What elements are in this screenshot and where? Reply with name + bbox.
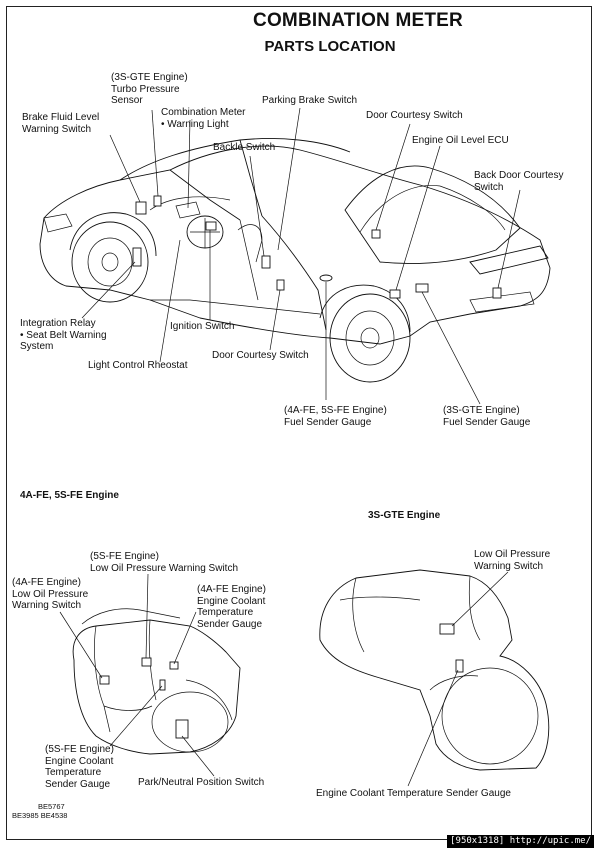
label-backle-switch: Backle Switch (213, 142, 276, 153)
integration-relay-part (132, 247, 142, 267)
oil-4afe-part (99, 675, 110, 685)
brake-fluid-switch-part (135, 201, 147, 215)
page-border (6, 6, 592, 840)
coolant-5sfe-part (159, 679, 166, 691)
label-ignition-switch: Ignition Switch (170, 321, 235, 332)
figure-code-2: BE3985 BE4538 (12, 811, 68, 820)
label-oil-level-ecu: Engine Oil Level ECU (412, 135, 509, 146)
car-illustration (39, 138, 551, 383)
park-neutral-part (175, 719, 189, 739)
coolant-4afe-part (169, 661, 179, 670)
leader-lines-car (81, 107, 521, 405)
label-oil-5sfe: (5S-FE Engine) Low Oil Pressure Warning … (90, 551, 239, 574)
door-courtesy-top-part (371, 229, 381, 239)
label-coolant-4afe: (4A-FE Engine) Engine Coolant Temperatur… (197, 584, 266, 630)
oil-level-ecu-part (389, 289, 401, 299)
oil-5sfe-part (141, 657, 152, 667)
label-coolant-3sgte: Engine Coolant Temperature Sender Gauge (316, 788, 511, 799)
ignition-switch-part (205, 221, 217, 231)
label-turbo-sensor: (3S-GTE Engine) Turbo Pressure Sensor (111, 72, 188, 106)
label-door-courtesy-top: Door Courtesy Switch (366, 110, 463, 121)
label-light-control: Light Control Rheostat (88, 360, 188, 371)
fuel-sender-3s-part (415, 283, 429, 293)
label-parking-brake: Parking Brake Switch (262, 95, 358, 106)
image-watermark: [950x1318] http://upic.me/ (447, 835, 594, 848)
page-title: COMBINATION METER (253, 10, 463, 31)
section-heading-3sgte: 3S-GTE Engine (368, 510, 441, 521)
coolant-3sgte-part (455, 659, 464, 673)
label-park-neutral: Park/Neutral Position Switch (138, 777, 265, 788)
label-brake-fluid: Brake Fluid Level Warning Switch (22, 112, 100, 135)
label-oil-3sgte: Low Oil Pressure Warning Switch (474, 549, 551, 572)
label-combination-meter: Combination Meter • Warning Light (161, 107, 246, 130)
label-fuel-sender-4a: (4A-FE, 5S-FE Engine) Fuel Sender Gauge (284, 405, 387, 428)
label-oil-4afe: (4A-FE Engine) Low Oil Pressure Warning … (12, 577, 89, 611)
turbo-sensor-part (153, 195, 162, 207)
label-fuel-sender-3s: (3S-GTE Engine) Fuel Sender Gauge (443, 405, 531, 428)
engine-4afe-illustration (59, 573, 241, 777)
label-back-door: Back Door Courtesy Switch (474, 170, 564, 193)
label-coolant-5sfe: (5S-FE Engine) Engine Coolant Temperatur… (45, 744, 114, 790)
oil-3sgte-part (439, 623, 455, 635)
door-courtesy-bottom-part (276, 279, 285, 291)
figure-code-1: BE5767 (38, 802, 65, 811)
page-subtitle: PARTS LOCATION (264, 38, 396, 55)
fuel-sender-4a-part (319, 274, 333, 282)
label-door-courtesy-bottom: Door Courtesy Switch (212, 350, 309, 361)
back-door-switch-part (492, 287, 502, 299)
engine-3sgte-illustration (319, 569, 550, 787)
backle-switch-part (261, 255, 271, 269)
label-integration-relay: Integration Relay • Seat Belt Warning Sy… (20, 318, 107, 352)
section-heading-4afe: 4A-FE, 5S-FE Engine (20, 490, 119, 501)
